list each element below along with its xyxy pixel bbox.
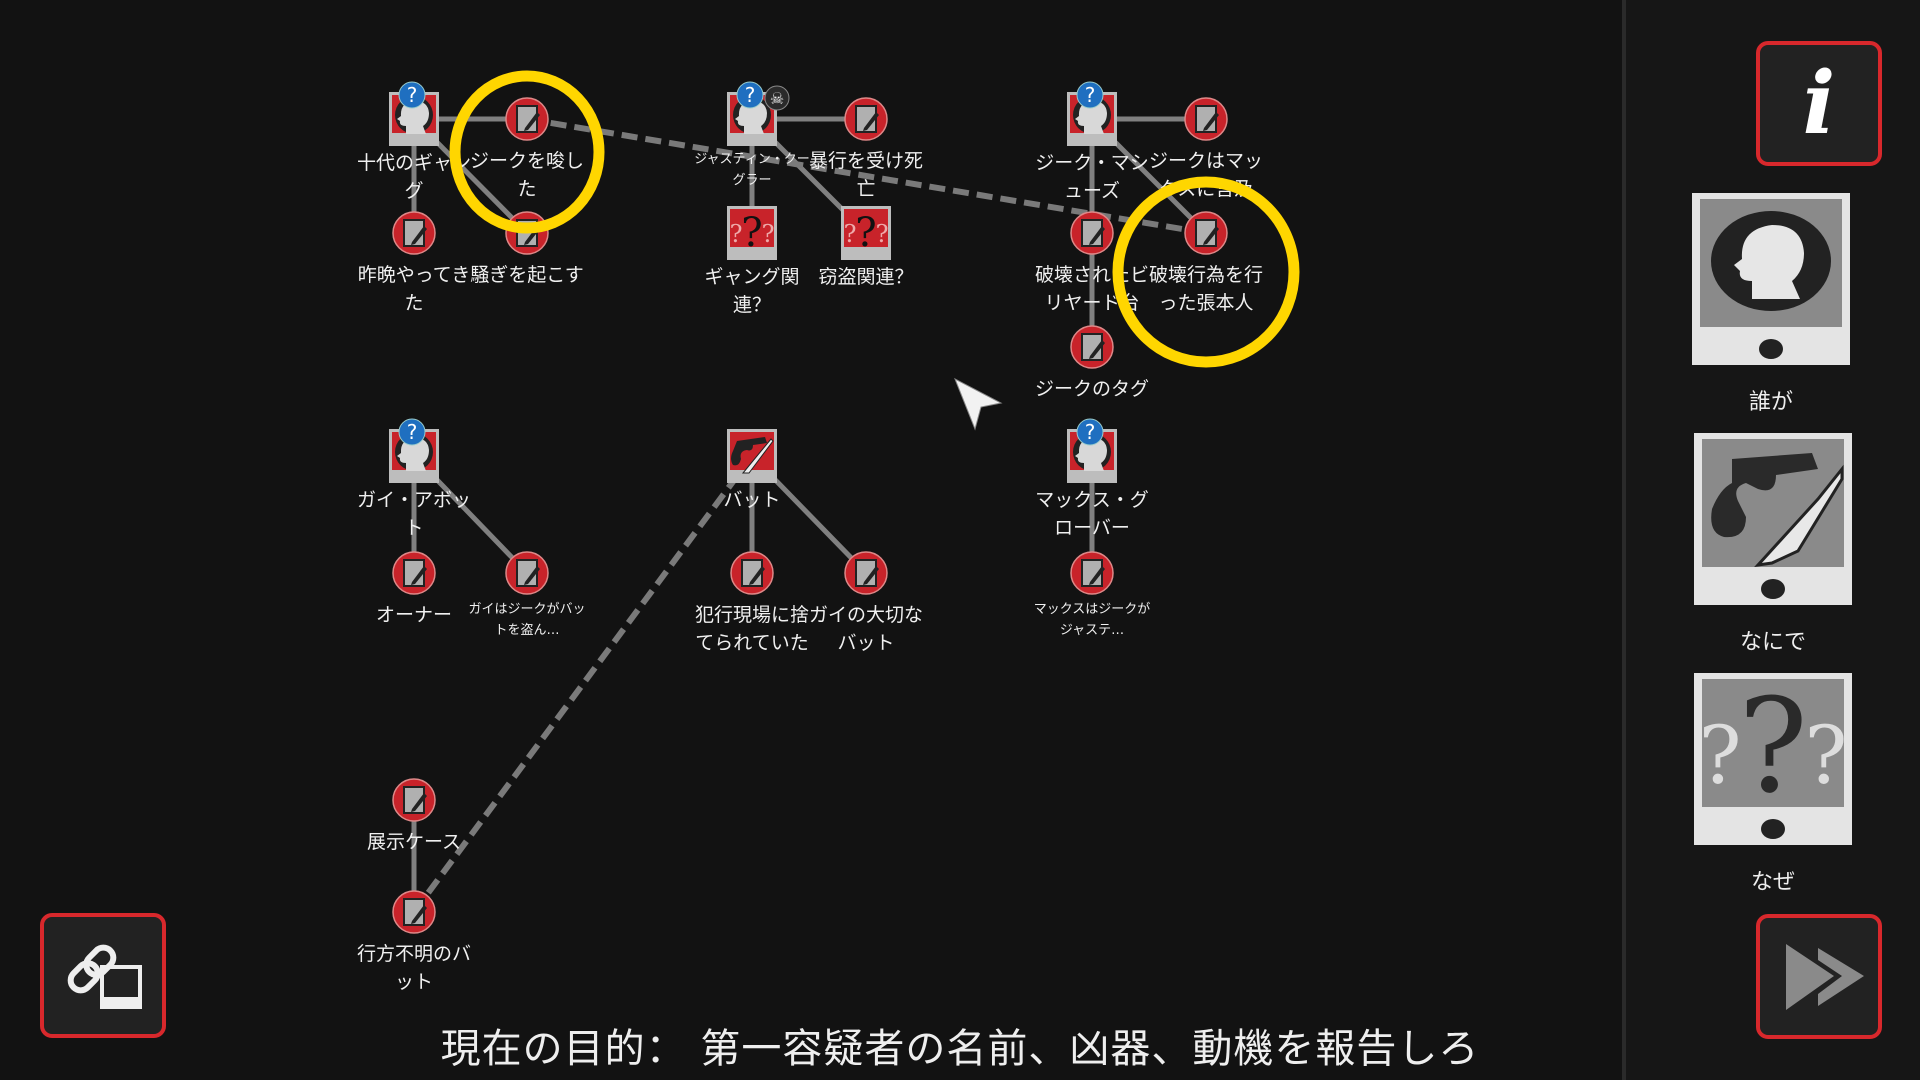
clue-label: ジークのタグ: [1034, 378, 1149, 400]
svg-text:?: ?: [1805, 709, 1844, 802]
clue-label: 騒ぎを起こす: [470, 264, 584, 286]
clue-label: マックス・グローバー: [1035, 489, 1149, 539]
note-icon[interactable]: [392, 551, 436, 595]
note-icon[interactable]: [1184, 97, 1228, 141]
note-icon[interactable]: [1184, 211, 1228, 255]
unknown-motive-icon[interactable]: ???: [727, 206, 777, 260]
clue-label: 行方不明のバット: [356, 943, 471, 993]
dashed-connection: [526, 116, 1207, 236]
clue-label: ガイ・アボット: [356, 489, 471, 539]
svg-text:?: ?: [1702, 709, 1741, 802]
clue-label: ジークはマックスに言及: [1148, 150, 1263, 200]
weapon-icon[interactable]: [727, 429, 777, 483]
next-button[interactable]: [1756, 914, 1882, 1039]
svg-text:?: ?: [762, 220, 775, 248]
note-icon[interactable]: [1070, 211, 1114, 255]
card-why-label: なぜ: [1750, 870, 1795, 895]
note-icon[interactable]: [1070, 551, 1114, 595]
mouse-cursor-icon: [954, 377, 1003, 431]
clue-label: 破壊されたビリヤード台: [1034, 264, 1149, 314]
link-button[interactable]: [40, 913, 166, 1038]
question-badge-icon: ?: [1076, 418, 1104, 450]
clue-label: ジャスティン・クーグラー: [694, 152, 810, 188]
question-badge-icon: ?: [398, 418, 426, 450]
question-marks-icon: ? ? ?: [1702, 679, 1844, 807]
clue-label: ガイの大切なバット: [808, 604, 923, 654]
clue-label: 展示ケース: [366, 831, 462, 853]
clue-label: 犯行現場に捨てられていた: [694, 604, 809, 654]
fast-forward-icon: [1786, 944, 1864, 1010]
svg-text:?: ?: [407, 420, 418, 444]
clue-label: オーナー: [375, 604, 452, 626]
card-dot: [1761, 579, 1785, 599]
clue-label: 昨晩やってきた: [357, 264, 471, 314]
deduction-board: ? 十代のギャングジークを唆した昨晩やってきた騒ぎを起こす? ☠ ジャスティン・クーグ…: [356, 70, 1300, 993]
svg-text:?: ?: [855, 210, 876, 256]
clue-label: 暴行を受け死亡: [808, 150, 923, 200]
card-who-label: 誰が: [1748, 390, 1793, 415]
svg-text:?: ?: [876, 220, 889, 248]
svg-text:?: ?: [1085, 83, 1096, 107]
note-icon[interactable]: [1070, 325, 1114, 369]
question-badge-icon: ?: [1076, 81, 1104, 113]
note-icon[interactable]: [505, 97, 549, 141]
svg-text:☠: ☠: [770, 89, 784, 108]
svg-text:?: ?: [741, 210, 762, 256]
skull-badge-icon: ☠: [764, 85, 790, 115]
note-icon[interactable]: [505, 211, 549, 255]
svg-text:?: ?: [407, 83, 418, 107]
clue-label: ギャング関連？: [704, 266, 800, 316]
svg-text:?: ?: [1738, 679, 1808, 807]
clue-label: 窃盗関連？: [818, 266, 914, 288]
card-with-what[interactable]: [1694, 433, 1852, 605]
note-icon[interactable]: [392, 778, 436, 822]
person-head-icon: [1711, 211, 1831, 311]
card-why[interactable]: ? ? ?: [1694, 673, 1852, 845]
clue-label: ガイはジークがバットを盗ん…: [468, 602, 586, 638]
svg-text:?: ?: [730, 220, 743, 248]
question-badge-icon: ?: [736, 81, 764, 113]
clue-label: 破壊行為を行った張本人: [1148, 264, 1263, 314]
clue-label: ジークを唆した: [469, 150, 584, 200]
note-icon[interactable]: [392, 211, 436, 255]
person-icon[interactable]: [1067, 92, 1117, 146]
clue-label: ジーク・マシューズ: [1035, 152, 1149, 202]
question-badge-icon: ?: [398, 81, 426, 113]
note-icon[interactable]: [730, 551, 774, 595]
svg-text:?: ?: [745, 83, 756, 107]
card-dot: [1759, 339, 1783, 359]
card-dot: [1761, 819, 1785, 839]
info-button[interactable]: i: [1756, 41, 1882, 166]
current-objective: 現在の目的： 第一容疑者の名前、凶器、動機を報告しろ: [440, 1026, 1480, 1072]
unknown-motive-icon[interactable]: ???: [841, 206, 891, 260]
note-icon[interactable]: [505, 551, 549, 595]
info-icon: i: [1802, 53, 1836, 154]
card-who[interactable]: [1692, 193, 1850, 365]
card-with-what-label: なにで: [1739, 630, 1806, 655]
weapon-icon: [1711, 453, 1844, 567]
note-icon[interactable]: [392, 890, 436, 934]
clue-label: バット: [723, 489, 781, 511]
clue-label: マックスはジークがジャステ…: [1033, 602, 1151, 638]
clue-label: 十代のギャング: [356, 152, 471, 202]
note-icon[interactable]: [844, 97, 888, 141]
svg-text:?: ?: [1085, 420, 1096, 444]
note-icon[interactable]: [844, 551, 888, 595]
sidebar: i 誰が なにで ? ? ? なぜ: [1622, 0, 1920, 1080]
link-chain-icon: [67, 944, 142, 1009]
svg-text:?: ?: [844, 220, 857, 248]
